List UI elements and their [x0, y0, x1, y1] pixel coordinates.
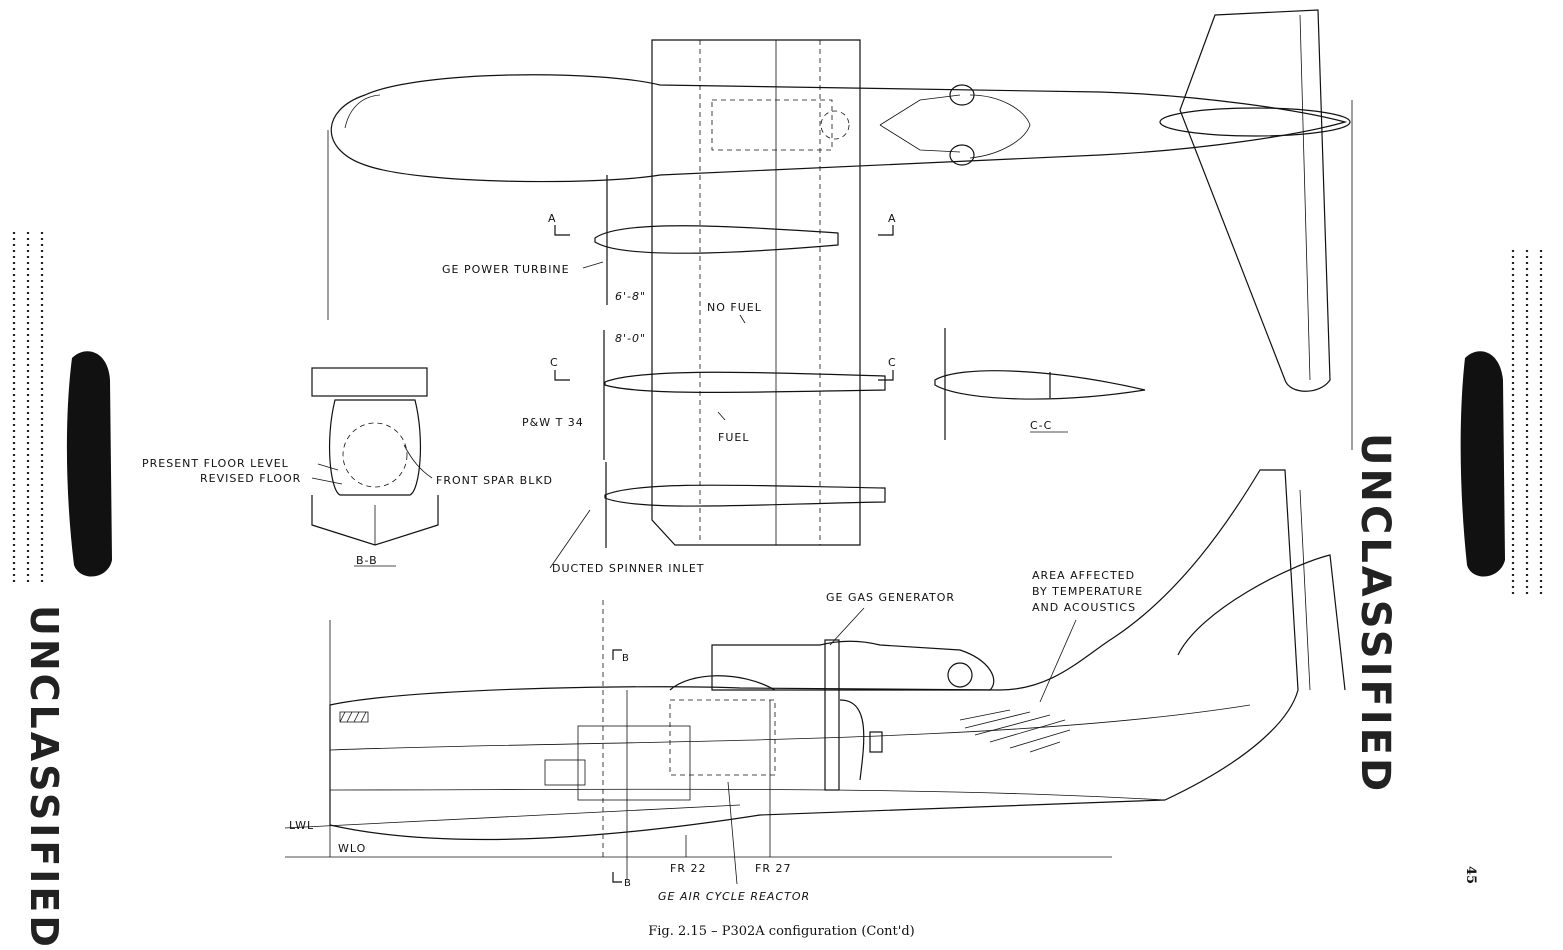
leader-front-spar: [403, 444, 433, 479]
plan-horizontal-tail: [1179, 9, 1331, 392]
section-cc-nacelle: [934, 370, 1146, 400]
plan-exhaust-lower: [949, 144, 975, 166]
declassified-dot-stamp-right: [1511, 250, 1543, 598]
label-dim-8-0: 8'-0": [615, 332, 646, 345]
stamps-graphics: [12, 232, 1543, 598]
redaction-blob-left: [66, 351, 112, 577]
label-section-c-left: C: [550, 356, 559, 369]
side-reactor-box: [669, 699, 776, 776]
label-pw-t34: P&W T 34: [522, 416, 584, 429]
side-duct-end: [869, 731, 883, 753]
label-revised-floor: REVISED FLOOR: [200, 472, 301, 485]
section-cc-view: [934, 328, 1146, 440]
side-chine-line: [329, 704, 1251, 751]
side-lwl-line: [284, 804, 741, 829]
label-ducted-spinner-inlet: DUCTED SPINNER INLET: [552, 562, 705, 575]
nacelle-c: [604, 371, 886, 393]
section-marker-b-top: [612, 649, 622, 660]
leader-power-turbine: [582, 261, 604, 269]
side-view: [284, 469, 1346, 885]
plan-fuselage-outline: [330, 74, 1348, 183]
label-dim-6-8: 6'-8": [615, 290, 646, 303]
side-exhaust: [947, 662, 973, 688]
label-present-floor-level: PRESENT FLOOR LEVEL: [142, 457, 289, 470]
section-bb-wing: [311, 367, 428, 397]
section-marker-b-bottom: [612, 872, 622, 883]
leader-revised-floor: [311, 477, 343, 485]
section-marker-c-right: [878, 370, 894, 381]
leader-ducted-spinner: [549, 509, 591, 569]
label-area-affected-1: AREA AFFECTED: [1032, 569, 1135, 582]
label-ge-power-turbine: GE POWER TURBINE: [442, 263, 570, 276]
leader-present-floor: [317, 463, 339, 471]
section-marker-c-left: [554, 370, 570, 381]
declassified-dot-stamp-left: [12, 232, 44, 582]
label-section-b-top: B: [622, 653, 630, 664]
unclassified-stamp-right: UNCLASSIFIED: [1352, 433, 1398, 795]
leader-fuel: [717, 411, 726, 421]
redaction-blob-right: [1460, 351, 1505, 577]
plan-tail-root: [1159, 107, 1351, 137]
side-crew-box: [577, 725, 691, 801]
label-section-a-left: A: [548, 212, 557, 225]
side-engine-pod: [711, 640, 995, 691]
label-fuel: FUEL: [718, 431, 749, 444]
plan-reactor-core: [820, 110, 850, 140]
label-ge-air-cycle-reactor: GE AIR CYCLE REACTOR: [658, 890, 810, 903]
plan-view: [327, 9, 1353, 569]
label-front-spar-blkd: FRONT SPAR BLKD: [436, 474, 553, 487]
leader-no-fuel: [739, 314, 746, 324]
label-section-c-right: C: [888, 356, 897, 369]
label-fr22: FR 22: [670, 862, 706, 875]
section-marker-a-left: [554, 225, 570, 236]
plan-elevator-line: [1299, 14, 1311, 381]
side-nose-window: [339, 711, 369, 723]
label-lwl: LWL: [289, 819, 314, 832]
label-ge-gas-generator: GE GAS GENERATOR: [826, 591, 955, 604]
section-marker-a-right: [878, 225, 894, 236]
label-section-a-right: A: [888, 212, 897, 225]
plan-wing-box: [651, 39, 861, 546]
nacelle-a: [594, 225, 839, 254]
page-number: 45: [1463, 866, 1478, 885]
side-rudder-line: [1299, 489, 1311, 691]
side-ducting: [824, 639, 840, 791]
label-section-cc: C-C: [1030, 419, 1052, 432]
plan-reactor-box: [711, 99, 833, 151]
label-area-affected-3: AND ACOUSTICS: [1032, 601, 1136, 614]
section-bb-reactor: [342, 422, 408, 488]
section-bb-view: [311, 367, 439, 567]
label-section-bb: B-B: [356, 554, 378, 567]
plan-exhaust-y: [879, 94, 961, 153]
section-bb-hull: [328, 399, 422, 496]
leader-air-cycle-reactor: [727, 781, 738, 885]
label-fr27: FR 27: [755, 862, 791, 875]
side-duct-loop: [839, 699, 865, 781]
label-no-fuel: NO FUEL: [707, 301, 762, 314]
label-area-affected-2: BY TEMPERATURE: [1032, 585, 1143, 598]
plan-nose-line: [344, 94, 381, 129]
figure-caption: Fig. 2.15 – P302A configuration (Cont'd): [648, 924, 915, 939]
diagram-labels: A A GE POWER TURBINE 6'-8" NO FUEL 8'-0"…: [142, 212, 1143, 903]
side-hull-outline: [329, 469, 1299, 841]
side-forward-box: [544, 759, 586, 786]
leader-area-affected: [1039, 619, 1077, 703]
side-affected-area-hatch: [959, 709, 1071, 753]
label-section-b-bottom: B: [624, 878, 632, 889]
leader-gas-generator: [829, 607, 865, 646]
side-step-line: [329, 788, 1166, 801]
side-nacelle-top: [669, 675, 776, 691]
side-vertical-tail: [1177, 554, 1346, 691]
plan-tail-fairing: [969, 94, 1031, 159]
nacelle-lower: [604, 484, 886, 507]
unclassified-stamp-left: UNCLASSIFIED: [22, 605, 66, 950]
label-wlo: WLO: [338, 842, 366, 855]
